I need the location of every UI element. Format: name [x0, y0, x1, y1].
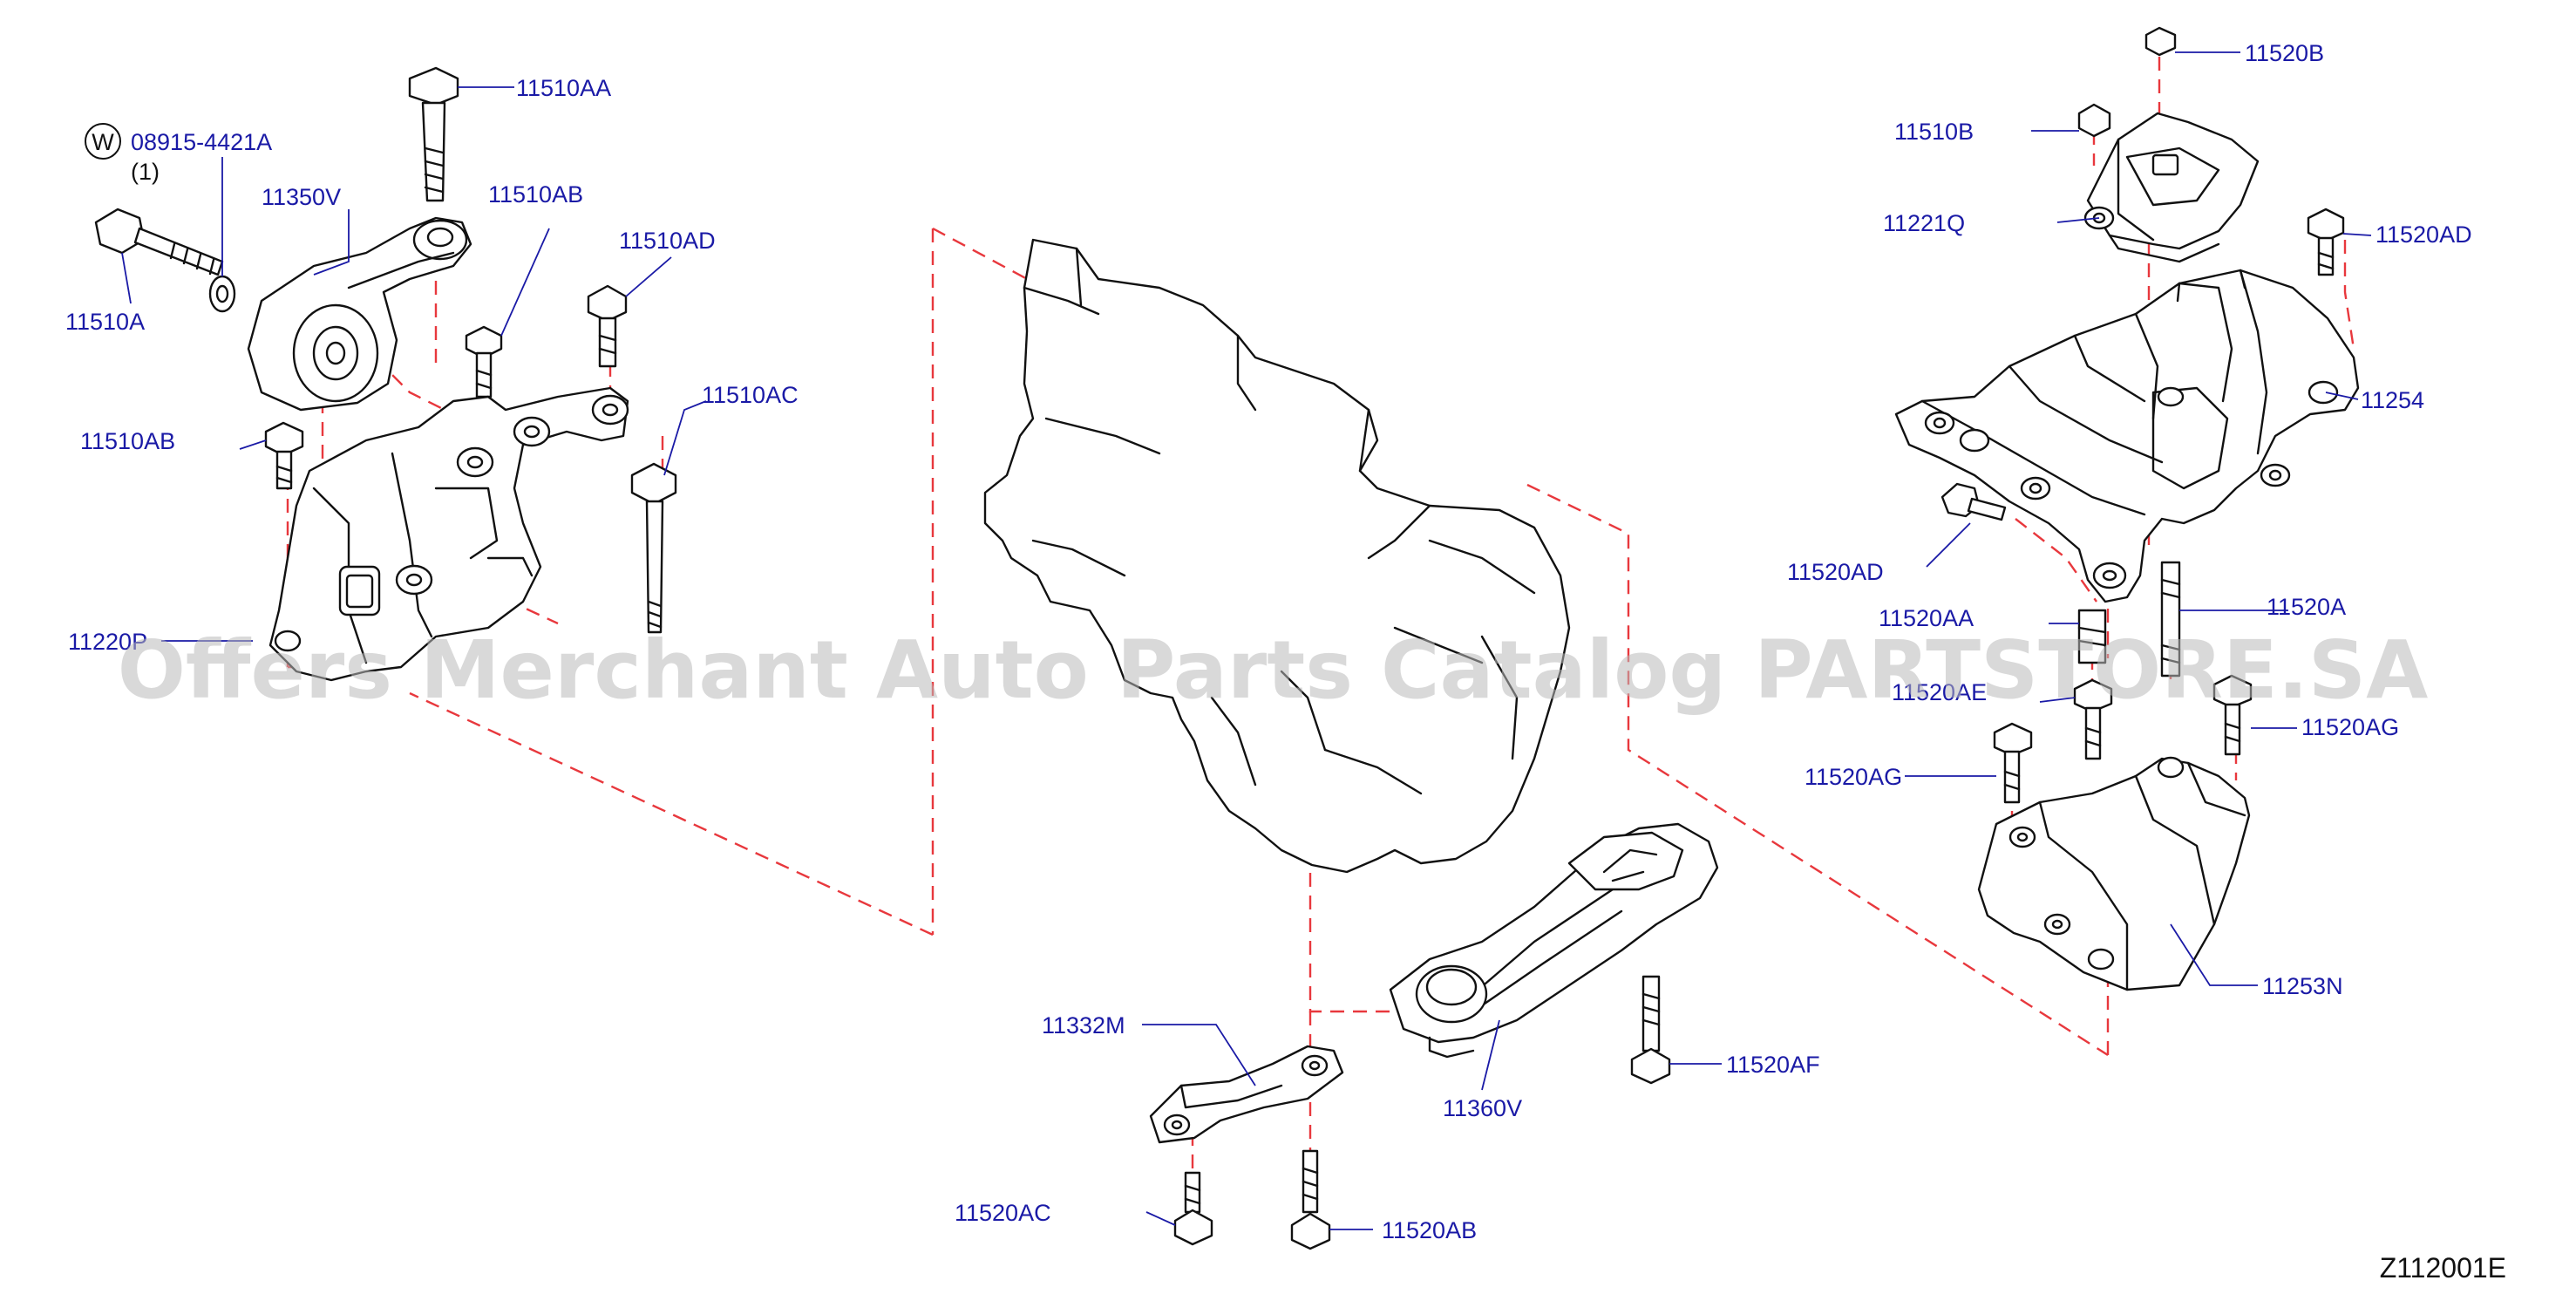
label-11520A[interactable]: 11520A	[2267, 594, 2346, 620]
engine-block-outline	[983, 238, 1571, 874]
label-11360V[interactable]: 11360V	[1443, 1095, 1522, 1121]
label-11510AB-left[interactable]: 11510AB	[80, 428, 175, 454]
bracket-11220P	[268, 386, 629, 682]
label-11254[interactable]: 11254	[2361, 387, 2424, 413]
bolt-11510A	[94, 208, 224, 276]
bolt-11520AG-left	[1993, 722, 2033, 804]
label-11220P[interactable]: 11220P	[68, 629, 147, 655]
bolt-11510AB-left	[264, 421, 304, 490]
torque-rod-11360V	[1389, 822, 1719, 1059]
label-08915-4421A[interactable]: 08915-4421A	[131, 129, 272, 155]
part-labels: 08915-4421A (1) 11510A 11350V 11510AA 11…	[65, 40, 2472, 1243]
bottom-engine-mount-assembly	[1149, 822, 1719, 1250]
stud-11520AA	[2077, 609, 2107, 664]
label-11350V[interactable]: 11350V	[262, 184, 341, 210]
label-11520AE[interactable]: 11520AE	[1892, 679, 1987, 705]
right-engine-mount-assembly	[1894, 26, 2360, 991]
bolt-11510AD	[587, 284, 628, 368]
stud-11520A	[2160, 561, 2181, 678]
label-11221Q[interactable]: 11221Q	[1883, 210, 1965, 236]
leader-lines	[121, 51, 2372, 1230]
label-11520AD-right[interactable]: 11520AD	[2375, 221, 2472, 248]
label-11510AD[interactable]: 11510AD	[619, 228, 716, 254]
washer-symbol: W	[85, 123, 121, 160]
label-11520AG-right[interactable]: 11520AG	[2301, 714, 2399, 740]
washer-08915	[208, 275, 236, 313]
label-11520AD-left[interactable]: 11520AD	[1787, 559, 1884, 585]
bolt-11520AG-right	[2212, 674, 2253, 756]
watermark-text: Offers Merchant Auto Parts Catalog PARTS…	[118, 623, 2429, 717]
label-11520B[interactable]: 11520B	[2245, 40, 2324, 66]
bracket-11332M	[1149, 1045, 1344, 1144]
bolt-11520AC	[1173, 1171, 1213, 1246]
bolt-11510AC	[630, 462, 677, 634]
label-11520AA[interactable]: 11520AA	[1879, 605, 1974, 631]
bolt-11520AB-bottom	[1290, 1149, 1331, 1250]
diagram-code: Z112001E	[2380, 1252, 2506, 1284]
washer-symbol-letter: W	[92, 129, 114, 155]
bolt-11520AD-right	[2307, 208, 2345, 276]
left-engine-mount-assembly	[94, 66, 677, 682]
nut-11520B	[2144, 26, 2177, 57]
label-11253N[interactable]: 11253N	[2262, 973, 2343, 999]
label-11332M[interactable]: 11332M	[1042, 1012, 1125, 1039]
bracket-11253N	[1977, 756, 2251, 991]
label-11520AG-left[interactable]: 11520AG	[1805, 764, 1902, 790]
nut-11510B	[2077, 103, 2111, 138]
label-11520AF[interactable]: 11520AF	[1726, 1052, 1820, 1078]
label-11510B[interactable]: 11510B	[1894, 119, 1974, 145]
label-11510AC[interactable]: 11510AC	[702, 382, 799, 408]
bracket-11254	[1894, 269, 2360, 603]
mount-11350V	[247, 216, 472, 412]
label-11510AB-top[interactable]: 11510AB	[488, 181, 583, 208]
label-11520AC[interactable]: 11520AC	[955, 1200, 1051, 1226]
bolt-11520AD-left	[1940, 482, 2007, 521]
label-11510A[interactable]: 11510A	[65, 309, 145, 335]
bolt-11520AF	[1630, 975, 1671, 1085]
label-11520AB-bottom[interactable]: 11520AB	[1382, 1217, 1477, 1243]
bolt-11520AE	[2073, 678, 2113, 760]
label-08915-qty: (1)	[131, 159, 160, 185]
label-11510AA[interactable]: 11510AA	[516, 75, 611, 101]
bolt-11510AB-top	[465, 325, 503, 398]
bolt-11510AA	[408, 66, 459, 202]
mount-11221Q	[2083, 112, 2260, 263]
